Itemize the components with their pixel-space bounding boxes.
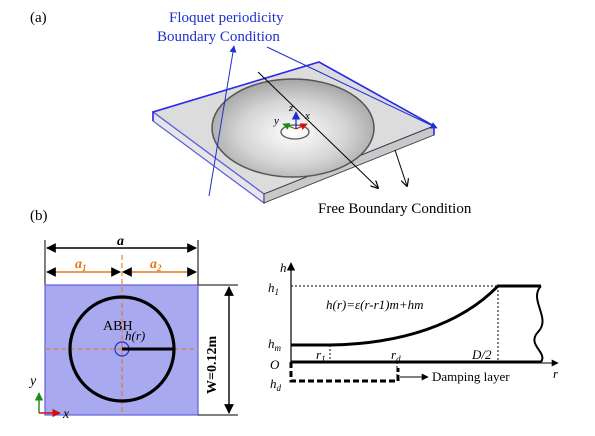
- free-bc-label: Free Boundary Condition: [318, 201, 472, 217]
- label-origin: O: [270, 357, 280, 372]
- plate-floquet-edges: [152, 61, 435, 135]
- dim-a-label: a: [117, 234, 124, 249]
- axis-x-label: x: [304, 110, 310, 122]
- label-hd: hd: [270, 376, 282, 393]
- axis-x-arrow: [295, 123, 308, 130]
- label-rd: rd: [391, 347, 401, 364]
- label-hm: hm: [268, 336, 282, 353]
- profile-h-label: h: [280, 260, 287, 275]
- hr-label: h(r): [125, 328, 145, 343]
- panel-b-label: (b): [30, 208, 48, 224]
- profile-top-curve: [291, 284, 541, 347]
- axis-y-label: y: [273, 115, 279, 127]
- floquet-arrow-right: [266, 46, 438, 129]
- free-bc-pointer-main: [257, 71, 378, 188]
- profile-r-label: r: [553, 366, 559, 381]
- label-r1: r1: [316, 347, 326, 364]
- width-label: W=0.12m: [205, 336, 220, 394]
- label-d-half: D/2: [471, 347, 492, 362]
- profile-equation: h(r)=ε(r-r1)m+hm: [326, 297, 424, 312]
- cell-axis-x-label: x: [62, 407, 70, 422]
- floquet-label-line2: Boundary Condition: [157, 29, 280, 45]
- axis-z-label: z: [288, 102, 294, 114]
- panel-a-label: (a): [30, 10, 47, 26]
- dim-a1-label: a1: [75, 257, 87, 273]
- cell-axis-y-label: y: [28, 374, 37, 389]
- free-bc-pointer-side: [394, 149, 407, 186]
- dim-a2-label: a2: [150, 257, 162, 273]
- axis-y-arrow: [282, 122, 297, 130]
- abh-center: [280, 124, 310, 140]
- abh-label: ABH: [103, 319, 133, 334]
- profile-cut-edge: [533, 285, 544, 363]
- floquet-label-line1: Floquet periodicity: [169, 10, 284, 26]
- floquet-arrow-left: [208, 45, 237, 197]
- label-h1: h1: [268, 280, 279, 297]
- damping-layer: [289, 362, 400, 383]
- damping-label: Damping layer: [432, 369, 510, 384]
